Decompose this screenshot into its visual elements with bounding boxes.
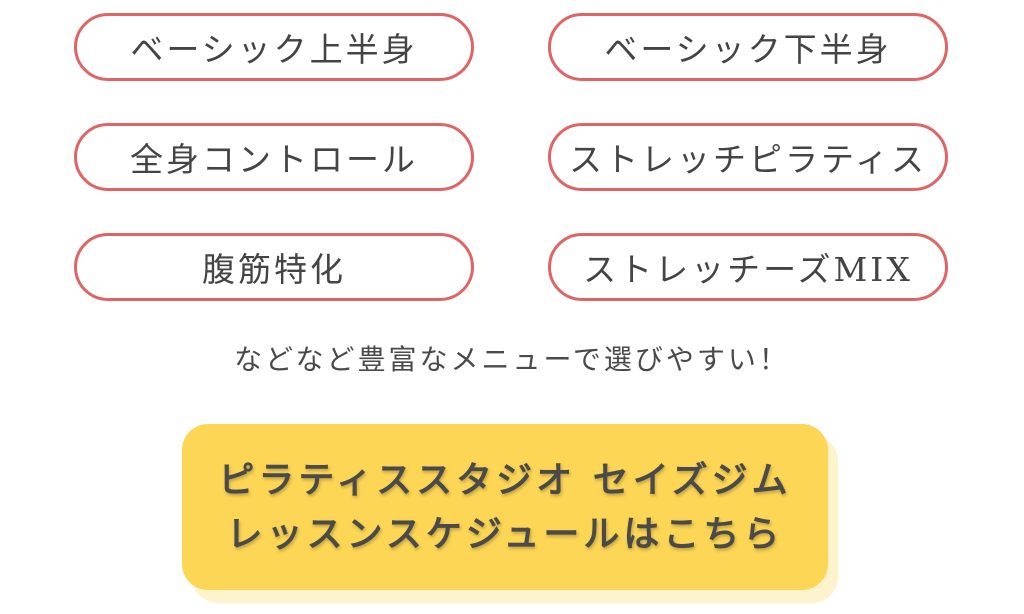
menu-item-label: ベーシック上半身: [130, 30, 418, 69]
lesson-schedule-button[interactable]: ピラティススタジオ セイズジム レッスンスケジュールはこちら: [182, 424, 828, 590]
menu-item-label: ストレッチピラティス: [568, 140, 928, 179]
menu-item-stretch-pilates[interactable]: ストレッチピラティス: [548, 123, 948, 191]
cta-line-2: レッスンスケジュールはこちら: [226, 513, 784, 555]
menu-item-basic-upper-body[interactable]: ベーシック上半身: [74, 13, 474, 81]
menu-item-full-body-control[interactable]: 全身コントロール: [74, 123, 474, 191]
menu-item-label: ベーシック下半身: [604, 30, 892, 69]
menu-item-label: 全身コントロール: [130, 140, 418, 179]
menu-tagline: などなど豊富なメニューで選びやすい！: [234, 343, 790, 376]
menu-item-basic-lower-body[interactable]: ベーシック下半身: [548, 13, 948, 81]
cta-line-1: ピラティススタジオ セイズジム: [218, 459, 792, 501]
menu-item-label: ストレッチーズMIX: [583, 250, 913, 289]
menu-item-abs-focus[interactable]: 腹筋特化: [74, 233, 474, 301]
menu-item-stretches-mix[interactable]: ストレッチーズMIX: [548, 233, 948, 301]
menu-item-label: 腹筋特化: [202, 250, 346, 289]
